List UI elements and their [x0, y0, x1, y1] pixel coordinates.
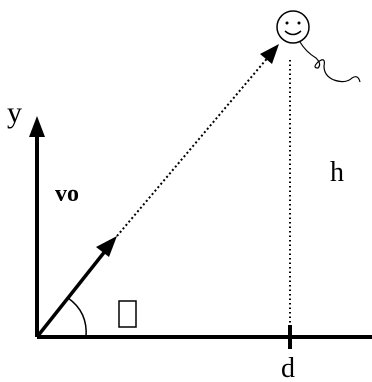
velocity-label: vo	[55, 181, 79, 207]
angle-arc	[67, 297, 87, 338]
missing-glyph-box-icon	[118, 300, 137, 328]
trajectory-arrowhead	[260, 44, 279, 64]
balloon-smiley-icon	[276, 10, 361, 83]
y-axis-label: y	[7, 96, 22, 129]
height-label: h	[330, 157, 344, 188]
y-axis-arrowhead	[29, 116, 45, 137]
trajectory-line	[116, 54, 271, 237]
distance-label: d	[281, 353, 295, 382]
velocity-arrowhead	[96, 236, 117, 257]
velocity-vector	[35, 248, 108, 339]
